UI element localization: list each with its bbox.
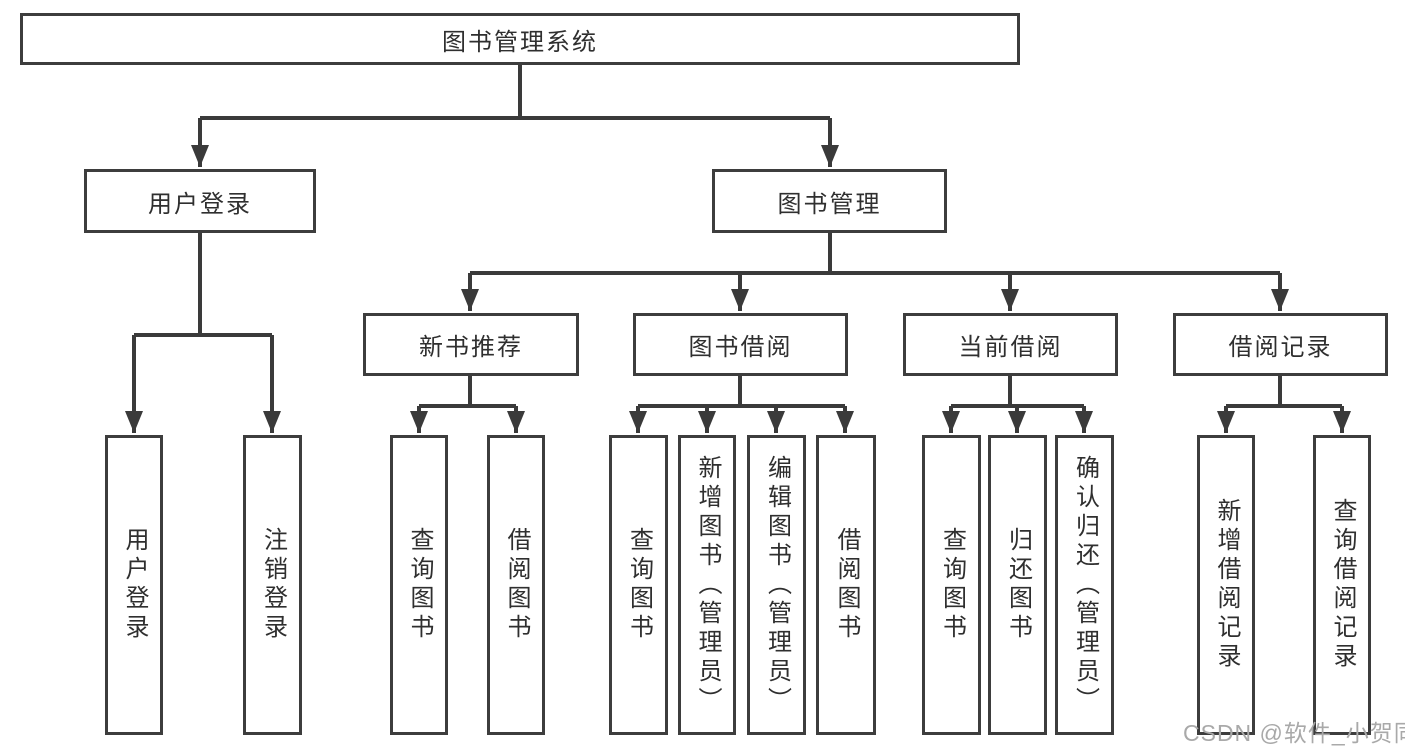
node-label: 借阅图书 (833, 527, 860, 643)
node-book-management: 图书管理 (712, 169, 947, 233)
leaf-borrow-books: 借阅图书 (816, 435, 876, 735)
node-label: 新增图书（管理员） (694, 454, 721, 716)
connector-user-login-branch (125, 233, 281, 433)
leaf-user-login: 用户登录 (105, 435, 163, 735)
connector-borrow-records-branch (1217, 376, 1351, 433)
node-label: 编辑图书（管理员） (763, 454, 791, 716)
node-label: 当前借阅 (958, 334, 1063, 361)
node-borrowing-records: 借阅记录 (1173, 313, 1388, 376)
node-label: 新增借阅记录 (1213, 498, 1240, 672)
node-label: 借阅图书 (503, 527, 530, 643)
leaf-edit-book-admin: 编辑图书（管理员） (747, 435, 806, 735)
node-book-borrowing: 图书借阅 (633, 313, 848, 376)
node-new-book-recommendation: 新书推荐 (363, 313, 579, 376)
leaf-query-borrow-record: 查询借阅记录 (1313, 435, 1371, 735)
node-user-login: 用户登录 (84, 169, 316, 233)
node-label: 借阅记录 (1228, 334, 1333, 361)
connector-current-borrow-branch (942, 376, 1093, 433)
node-label: 图书管理 (777, 190, 882, 218)
leaf-add-borrow-record: 新增借阅记录 (1197, 435, 1255, 735)
connector-book-management-branch (461, 233, 1289, 311)
leaf-add-book-admin: 新增图书（管理员） (678, 435, 736, 735)
node-label: 注销登录 (259, 527, 287, 643)
leaf-confirm-return-admin: 确认归还（管理员） (1055, 435, 1114, 735)
node-label: 查询图书 (406, 527, 433, 643)
connector-root-to-level1 (191, 65, 839, 167)
node-label: 查询图书 (625, 527, 653, 643)
node-label: 确认归还（管理员） (1071, 454, 1099, 716)
connector-book-borrow-branch (629, 376, 854, 433)
connector-new-book-branch (410, 376, 525, 433)
node-label: 查询图书 (938, 527, 966, 643)
node-label: 用户登录 (121, 527, 148, 643)
node-current-borrowing: 当前借阅 (903, 313, 1118, 376)
node-label: 用户登录 (148, 190, 252, 218)
node-label: 新书推荐 (419, 334, 523, 361)
leaf-query-books-recommend: 查询图书 (390, 435, 448, 735)
node-label: 查询借阅记录 (1329, 498, 1356, 672)
leaf-borrow-books-recommend: 借阅图书 (487, 435, 545, 735)
leaf-return-books: 归还图书 (988, 435, 1047, 735)
node-root-system: 图书管理系统 (20, 13, 1020, 65)
node-label: 归还图书 (1004, 527, 1032, 643)
node-label: 图书借阅 (688, 334, 793, 361)
csdn-watermark: CSDN @软件_小贺同学 (1183, 720, 1405, 746)
leaf-query-books-borrow: 查询图书 (609, 435, 668, 735)
node-label: 图书管理系统 (442, 28, 598, 56)
leaf-query-books-current: 查询图书 (922, 435, 981, 735)
leaf-logout: 注销登录 (243, 435, 302, 735)
